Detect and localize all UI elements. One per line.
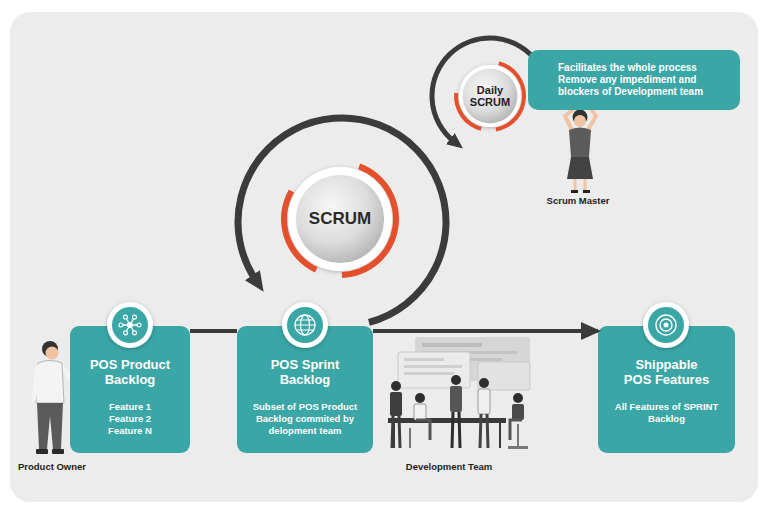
daily-scrum-circle: Daily SCRUM	[462, 68, 518, 124]
callout-box: Facilitates the whole process Remove any…	[528, 50, 740, 110]
development-team-illustration-part	[422, 343, 482, 347]
ring-backdrop	[288, 167, 392, 271]
circle-shape	[463, 69, 518, 124]
cycle-arcs	[238, 38, 538, 322]
flow-connector	[190, 329, 237, 333]
target-icon	[643, 302, 689, 348]
development-team-illustration-part	[459, 412, 460, 448]
development-team-illustration-part	[409, 428, 411, 448]
development-team-illustration-part	[513, 393, 523, 403]
development-team-illustration-part	[517, 424, 519, 448]
development-team-illustration-part	[512, 404, 524, 420]
target-icon-part	[660, 319, 672, 331]
globe-team-icon-part	[287, 307, 323, 343]
globe-team-icon	[282, 302, 328, 348]
target-icon-part	[648, 307, 684, 343]
development-team-illustration-part	[404, 358, 444, 361]
development-team-illustration-part	[480, 414, 481, 448]
sprint-cycle-arc	[238, 118, 446, 322]
development-team-illustration-part	[398, 352, 470, 388]
development-team-illustration-part	[510, 420, 522, 440]
scrum-circle: SCRUM	[295, 174, 385, 264]
product-owner-figure-part	[46, 347, 59, 360]
development-team-illustration-part	[487, 414, 488, 448]
network-icon-part	[107, 302, 153, 348]
target-icon-part	[664, 323, 669, 328]
scrum-master-figure-part	[571, 190, 578, 193]
development-team-illustration	[388, 337, 530, 449]
node-heading: Facilitates the whole process Remove any…	[558, 62, 730, 98]
scrum-master-figure-part	[584, 179, 587, 191]
product-owner-figure-part	[37, 403, 63, 449]
flow-connector	[373, 329, 598, 333]
development-team-illustration-part	[404, 372, 454, 375]
node-heading: Shippable POS Features	[622, 357, 712, 387]
node-body: Feature 1 Feature 2 Feature N	[102, 401, 158, 437]
daily-cycle-arc	[432, 38, 538, 142]
development-team-illustration-part	[450, 386, 462, 412]
development-team-illustration-part	[452, 412, 453, 448]
node-body: Subset of POS Product Backlog commited b…	[242, 401, 368, 437]
role-label: Scrum Master	[547, 195, 610, 206]
role-label: Product Owner	[18, 461, 86, 472]
scrum-master-figure	[565, 106, 596, 193]
development-team-illustration-part	[399, 416, 400, 448]
role-label: Development Team	[406, 461, 492, 472]
circle-shape	[296, 175, 384, 263]
node-heading: POS Sprint Backlog	[250, 357, 360, 387]
network-icon-part	[124, 331, 128, 335]
sprint-backlog-card: POS Sprint BacklogSubset of POS Product …	[237, 326, 373, 453]
shippable-card: Shippable POS FeaturesAll Features of SP…	[598, 326, 735, 453]
scrum-master-figure-part	[569, 128, 591, 158]
network-icon-part	[137, 323, 141, 327]
node-body: All Features of SPRINT Backlog	[604, 401, 730, 425]
network-icon	[107, 302, 153, 348]
target-icon-part	[643, 302, 689, 348]
node-heading: SCRUM	[297, 209, 383, 229]
globe-team-icon-part	[295, 320, 315, 330]
globe-team-icon-part	[295, 315, 315, 335]
development-team-illustration-part	[479, 378, 489, 388]
development-team-illustration-part	[499, 423, 501, 448]
target-icon-part	[656, 315, 676, 335]
scrum-master-figure-part	[567, 157, 593, 179]
development-team-illustration-part	[404, 365, 462, 368]
product-owner-figure-part	[36, 449, 48, 454]
ring-backdrop	[459, 65, 521, 127]
development-team-illustration-part	[390, 392, 402, 416]
product-owner-figure-part	[52, 449, 64, 454]
development-team-illustration-part	[414, 404, 426, 420]
network-icon-part	[112, 307, 148, 343]
development-team-illustration-part	[508, 446, 528, 449]
product-owner-figure-part	[34, 367, 38, 398]
scrum-master-figure-part	[583, 190, 590, 193]
development-team-illustration-part	[415, 393, 425, 403]
network-icon-part	[124, 315, 128, 319]
globe-team-icon-part	[282, 302, 328, 348]
node-heading: POS Product Backlog	[78, 357, 182, 387]
development-team-illustration-part	[391, 381, 401, 391]
development-team-illustration-part	[451, 375, 461, 385]
network-icon-part	[133, 315, 137, 319]
node-heading: Daily SCRUM	[466, 84, 514, 108]
development-team-illustration-part	[416, 420, 430, 440]
background-panel	[10, 12, 758, 502]
scrum-master-figure-part	[574, 115, 586, 127]
globe-team-icon-part	[301, 315, 310, 335]
backlog-card: POS Product BacklogFeature 1 Feature 2 F…	[70, 326, 190, 453]
development-team-illustration-part	[392, 416, 393, 448]
network-icon-part	[133, 331, 137, 335]
network-icon-part	[127, 322, 133, 328]
scrum-master-figure-part	[574, 179, 577, 191]
network-icon-part	[119, 323, 123, 327]
network-icon-part	[121, 317, 139, 333]
development-team-illustration-part	[478, 389, 490, 414]
development-team-illustration-part	[478, 362, 530, 390]
